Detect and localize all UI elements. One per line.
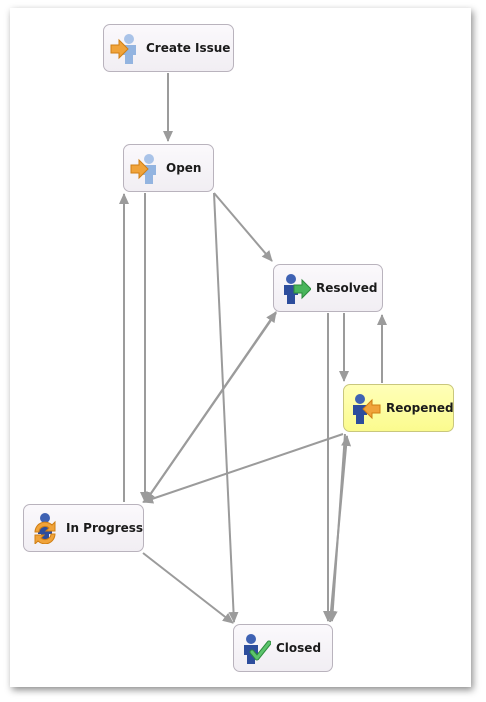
state-create-issue[interactable]: Create Issue: [103, 24, 234, 72]
state-label: In Progress: [66, 521, 144, 535]
person-arrow-back-icon: [353, 394, 381, 424]
state-label: Closed: [276, 641, 322, 655]
state-in-progress[interactable]: In Progress: [23, 504, 144, 552]
state-label: Resolved: [316, 281, 378, 295]
edge-open-resolved: [213, 192, 273, 262]
diagram-canvas: [10, 8, 471, 687]
state-label: Create Issue: [146, 41, 231, 55]
edge-resolved-inprogress: [144, 312, 277, 503]
state-open[interactable]: Open: [123, 144, 214, 192]
state-closed[interactable]: Closed: [233, 624, 333, 672]
state-reopened[interactable]: Reopened: [343, 384, 454, 432]
person-arrow-in-icon: [110, 34, 136, 64]
state-label: Open: [166, 161, 202, 175]
edge-inprogress-closed: [142, 552, 234, 624]
state-label: Reopened: [386, 401, 454, 415]
person-arrow-in-icon: [130, 154, 156, 184]
state-resolved[interactable]: Resolved: [273, 264, 383, 312]
edge-closed-reopened: [329, 435, 352, 623]
person-refresh-icon: [34, 513, 56, 544]
edge-reopened-inprogress: [142, 433, 344, 504]
person-check-icon: [244, 634, 271, 664]
person-arrow-out-icon: [284, 274, 311, 304]
edge-open-closed: [213, 192, 239, 623]
